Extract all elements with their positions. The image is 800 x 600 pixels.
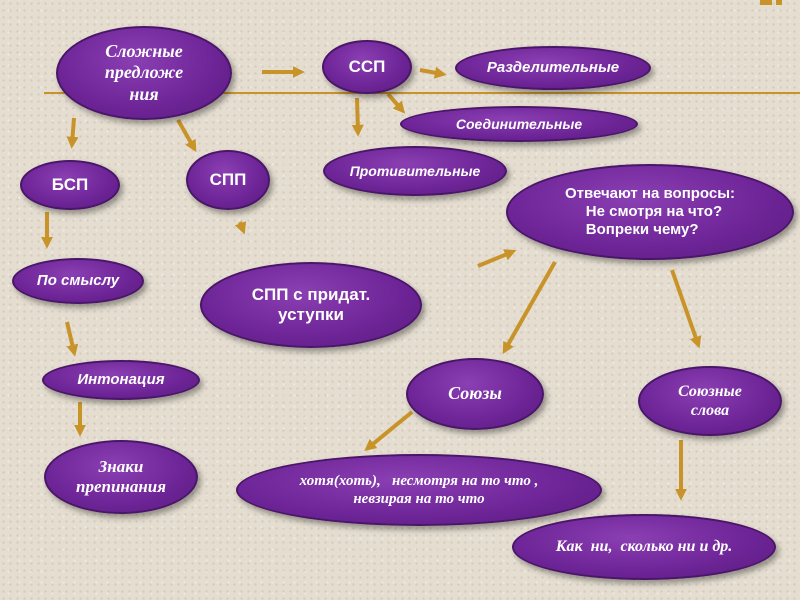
arrow-to-questions (477, 249, 517, 268)
arrow-soyuzy-to-examples (364, 410, 414, 452)
divider-line (44, 92, 800, 94)
arrow-complex-to-bsp (66, 117, 79, 149)
arrow-ssp-to-razdel (419, 66, 447, 79)
arrow-spp-to-ustupki (234, 221, 247, 235)
node-spp-ustupki: СПП с придат. уступки (200, 262, 422, 348)
node-questions: Отвечают на вопросы: Не смотря на что? В… (506, 164, 794, 260)
arrow-po-smyslu-to-intonation (65, 321, 79, 357)
arrow-ssp-to-protiv (351, 97, 364, 137)
arrow-ssp-to-soedin (386, 92, 406, 114)
node-spp: СПП (186, 150, 270, 210)
arrow-complex-to-spp (176, 119, 197, 153)
arrow-questions-to-soyuznye (670, 269, 702, 349)
arrow-questions-to-soyuzy (502, 261, 557, 355)
node-znaki-prepinaniya: Знаки препинания (44, 440, 198, 514)
node-soedinitelnye: Соединительные (400, 106, 638, 142)
node-po-smyslu: По смыслу (12, 258, 144, 304)
node-soyuznye-examples: Как ни, сколько ни и др. (512, 514, 776, 580)
corner-decoration (760, 0, 782, 5)
node-complex-sentences: Сложные предложе ния (56, 26, 232, 120)
node-soyuznye-slova: Союзные слова (638, 366, 782, 436)
node-intonatsiya: Интонация (42, 360, 200, 400)
node-bsp: БСП (20, 160, 120, 210)
node-ssp: ССП (322, 40, 412, 94)
node-soyuzy: Союзы (406, 358, 544, 430)
node-soyuzy-examples: хотя(хоть), несмотря на то что , невзира… (236, 454, 602, 526)
node-razdelitelnye: Разделительные (455, 46, 651, 90)
node-protivitelnye: Противительные (323, 146, 507, 196)
